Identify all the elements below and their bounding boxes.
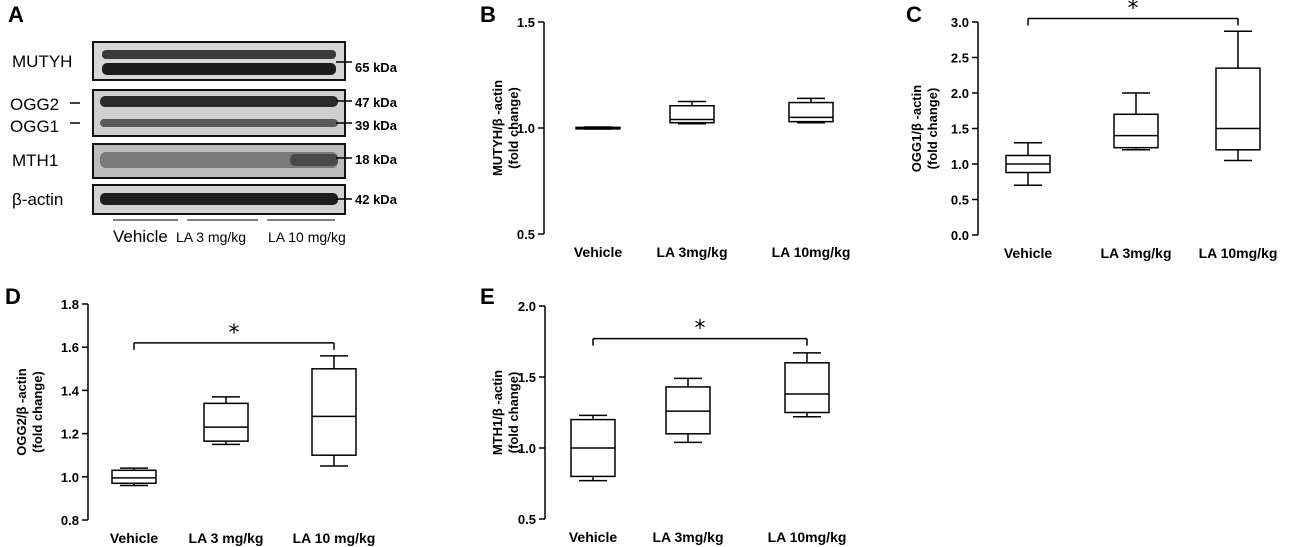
box-2	[311, 355, 357, 467]
y-tick-label: 1.6	[61, 340, 79, 355]
category-label: LA 10mg/kg	[768, 529, 847, 545]
box-2	[1215, 30, 1261, 162]
category-label: LA 10mg/kg	[772, 244, 851, 260]
box-1	[203, 396, 249, 446]
box-iqr	[784, 362, 830, 414]
y-tick-label: 0.5	[517, 227, 535, 242]
blot-ogg	[92, 89, 346, 137]
category-label: LA 3 mg/kg	[189, 530, 264, 546]
y-axis-label: OGG2/β -actin	[14, 368, 29, 455]
category-label: LA 10 mg/kg	[293, 530, 376, 546]
y-axis-label: MUTYH/β -actin	[490, 80, 505, 176]
kda-mth1: 18 kDa	[355, 152, 398, 167]
category-label: LA 3mg/kg	[656, 244, 727, 260]
panel-c-label: C	[906, 2, 922, 27]
y-tick-label: 1.0	[517, 121, 535, 136]
y-tick-label: 1.5	[518, 370, 536, 385]
category-label: Vehicle	[110, 530, 158, 546]
y-tick-label: 1.0	[61, 470, 79, 485]
significance-star: *	[1128, 0, 1139, 21]
blot-beta-actin	[92, 184, 346, 215]
y-tick-label: 0.0	[951, 228, 969, 243]
y-axis-label: (fold change)	[925, 88, 940, 170]
y-axis-label: OGG1/β -actin	[909, 85, 924, 172]
kda-ogg1: 39 kDa	[355, 118, 398, 133]
y-tick-label: 1.5	[517, 15, 535, 30]
kda-ogg2: 47 kDa	[355, 95, 398, 110]
significance-bracket: *	[133, 321, 335, 350]
box-2	[784, 352, 830, 418]
box-1	[1113, 92, 1159, 151]
blot-name-mutyh: MUTYH	[12, 52, 72, 71]
y-tick-label: 2.0	[518, 299, 536, 314]
y-tick-label: 1.4	[61, 383, 80, 398]
significance-bracket: *	[1027, 0, 1239, 26]
category-label: LA 3mg/kg	[1100, 245, 1171, 261]
box-iqr	[311, 368, 357, 456]
box-0	[1005, 141, 1051, 187]
panel-e-label: E	[480, 284, 495, 309]
group-label-la3: LA 3 mg/kg	[176, 229, 246, 245]
box-iqr	[111, 469, 157, 485]
y-tick-label: 2.5	[951, 51, 969, 66]
category-label: Vehicle	[574, 244, 622, 260]
y-tick-label: 1.2	[61, 427, 79, 442]
category-label: Vehicle	[1004, 245, 1052, 261]
blot-mutyh	[92, 41, 346, 81]
blot-name-beta-actin: β-actin	[12, 190, 63, 209]
box-0	[111, 467, 157, 487]
blot-mth1	[92, 143, 346, 179]
category-label: LA 10mg/kg	[1199, 245, 1278, 261]
y-tick-label: 1.8	[61, 297, 79, 312]
kda-mutyh: 65 kDa	[355, 60, 398, 75]
significance-star: *	[229, 321, 240, 346]
y-axis-label: (fold change)	[506, 372, 521, 454]
y-tick-label: 0.8	[61, 513, 79, 528]
box-2	[788, 97, 834, 124]
panel-b-label: B	[480, 2, 496, 27]
category-label: LA 3mg/kg	[652, 529, 723, 545]
box-0	[575, 126, 621, 130]
y-tick-label: 2.0	[951, 86, 969, 101]
y-tick-label: 1.0	[951, 157, 969, 172]
kda-beta-actin: 42 kDa	[355, 192, 398, 207]
group-label-vehicle: Vehicle	[113, 227, 168, 246]
box-iqr	[788, 101, 834, 123]
panel-d-label: D	[5, 284, 21, 309]
y-axis-label: MTH1/β -actin	[490, 370, 505, 455]
y-axis-label: (fold change)	[506, 87, 521, 169]
category-label: Vehicle	[569, 529, 617, 545]
box-1	[665, 377, 711, 444]
significance-bracket: *	[592, 317, 808, 346]
panel-a: A MUTYH OGG2 OGG1 MTH1 β-actin	[8, 2, 398, 246]
y-tick-label: 1.0	[518, 441, 536, 456]
blot-name-ogg2: OGG2	[10, 95, 59, 114]
blot-name-ogg1: OGG1	[10, 117, 59, 136]
y-tick-label: 1.5	[951, 122, 969, 137]
y-tick-label: 3.0	[951, 15, 969, 30]
group-label-la10: LA 10 mg/kg	[268, 229, 346, 245]
blot-name-mth1: MTH1	[12, 151, 58, 170]
panel-a-label: A	[8, 2, 24, 27]
y-tick-label: 0.5	[951, 193, 969, 208]
y-axis-label: (fold change)	[30, 371, 45, 453]
box-iqr	[203, 402, 249, 442]
box-iqr	[1215, 67, 1261, 151]
y-tick-label: 0.5	[518, 512, 536, 527]
box-iqr	[1113, 113, 1159, 149]
box-0	[570, 414, 616, 482]
box-1	[669, 100, 715, 125]
box-iqr	[669, 104, 715, 124]
significance-star: *	[695, 317, 706, 342]
